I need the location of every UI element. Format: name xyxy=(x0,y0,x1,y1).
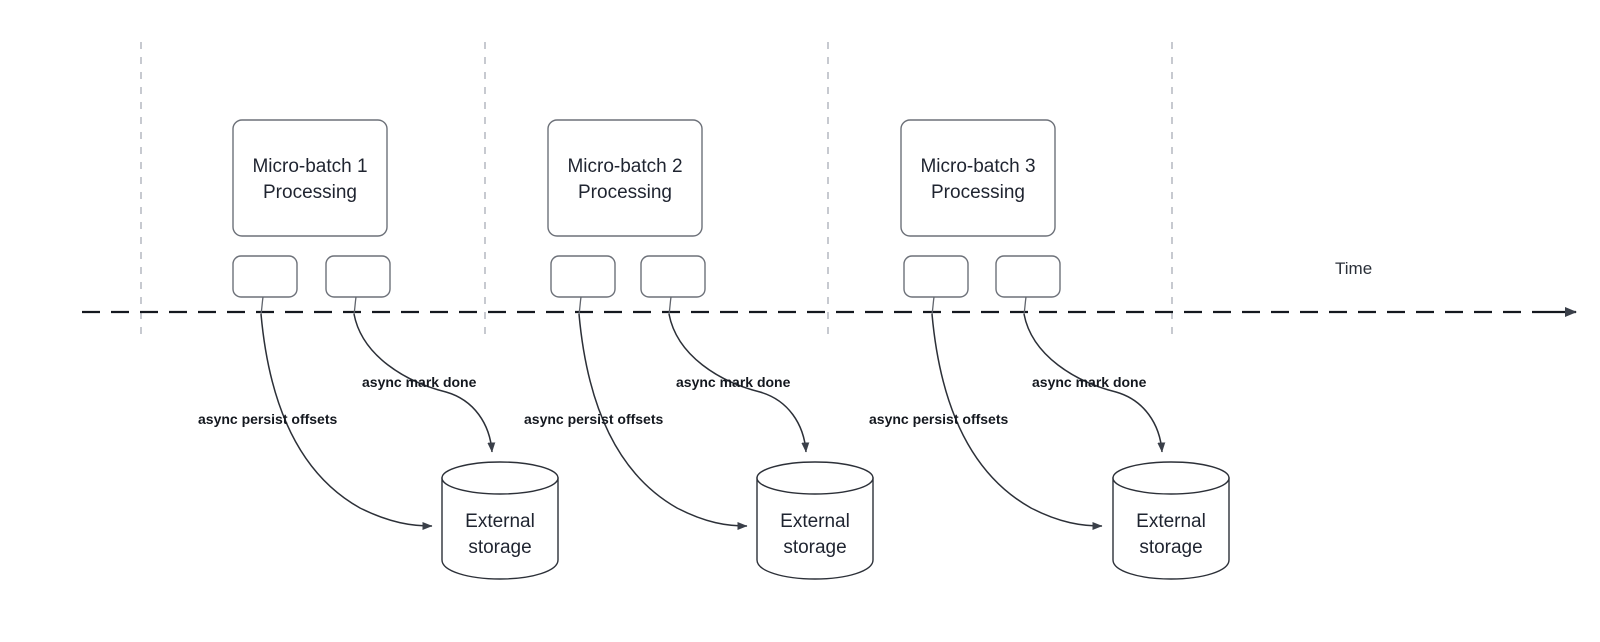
micro-batch-3-box[interactable] xyxy=(900,119,1056,237)
micro-batch-1-task-box-b[interactable] xyxy=(325,255,391,298)
micro-batch-1-stem-a xyxy=(260,296,264,315)
external-storage-3-label-line1: External xyxy=(1136,511,1206,532)
micro-batch-group-2: Micro-batch 2 Processing async persist o… xyxy=(524,119,874,580)
micro-batch-3-stem-b xyxy=(1023,296,1027,315)
micro-batch-1-stem-b xyxy=(353,296,357,315)
micro-batch-3-label-line2: Processing xyxy=(931,182,1025,203)
time-axis-label: Time xyxy=(1335,259,1372,278)
external-storage-cylinder-3[interactable]: External storage xyxy=(1112,461,1230,580)
micro-batch-2-box[interactable] xyxy=(547,119,703,237)
micro-batch-2-mark-done-arrow xyxy=(668,313,810,453)
micro-batch-3-label-line1: Micro-batch 3 xyxy=(920,156,1035,177)
time-axis: Time xyxy=(82,259,1577,317)
micro-batch-3-persist-arrow xyxy=(931,313,1103,530)
micro-batch-1-mark-done-arrow xyxy=(353,313,496,453)
external-storage-3-label-line2: storage xyxy=(1139,537,1202,558)
external-storage-cylinder-1[interactable]: External storage xyxy=(441,461,559,580)
external-storage-2-label-line1: External xyxy=(780,511,850,532)
micro-batch-2-task-box-a[interactable] xyxy=(550,255,616,298)
micro-batch-2-persist-label: async persist offsets xyxy=(524,411,663,427)
micro-batch-2-mark-done-label: async mark done xyxy=(676,374,791,390)
micro-batch-1-label-line2: Processing xyxy=(263,182,357,203)
external-storage-1-label-line1: External xyxy=(465,511,535,532)
batch-boundary-guides xyxy=(140,42,1173,340)
micro-batch-1-mark-done-label: async mark done xyxy=(362,374,477,390)
micro-batch-3-mark-done-arrow xyxy=(1023,313,1166,453)
micro-batch-group-1: Micro-batch 1 Processing async persist o… xyxy=(198,119,559,580)
micro-batch-1-task-box-a[interactable] xyxy=(232,255,298,298)
micro-batch-2-stem-b xyxy=(668,296,672,315)
micro-batch-3-stem-a xyxy=(931,296,935,315)
micro-batch-2-label-line1: Micro-batch 2 xyxy=(567,156,682,177)
micro-batch-2-label-line2: Processing xyxy=(578,182,672,203)
micro-batch-1-persist-arrow xyxy=(260,313,433,530)
micro-batch-2-persist-arrow xyxy=(578,313,748,530)
micro-batch-1-box[interactable] xyxy=(232,119,388,237)
external-storage-1-label-line2: storage xyxy=(468,537,531,558)
micro-batch-3-task-box-b[interactable] xyxy=(995,255,1061,298)
micro-batch-group-3: Micro-batch 3 Processing async persist o… xyxy=(869,119,1230,580)
micro-batch-3-task-box-a[interactable] xyxy=(903,255,969,298)
micro-batch-1-persist-label: async persist offsets xyxy=(198,411,337,427)
micro-batch-2-task-box-b[interactable] xyxy=(640,255,706,298)
micro-batch-2-stem-a xyxy=(578,296,582,315)
micro-batch-3-mark-done-label: async mark done xyxy=(1032,374,1147,390)
micro-batch-3-persist-label: async persist offsets xyxy=(869,411,1008,427)
external-storage-2-label-line2: storage xyxy=(783,537,846,558)
external-storage-cylinder-2[interactable]: External storage xyxy=(756,461,874,580)
micro-batch-1-label-line1: Micro-batch 1 xyxy=(252,156,367,177)
